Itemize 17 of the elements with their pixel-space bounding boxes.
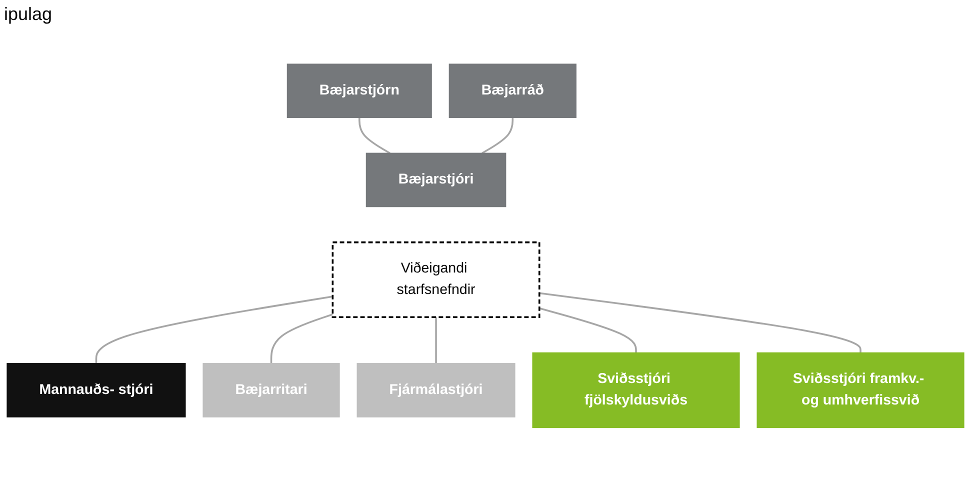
connector <box>435 317 437 364</box>
node-box: Bæjarritari <box>202 363 340 418</box>
node-box: Fjármálastjóri <box>356 363 516 418</box>
connector <box>358 118 390 154</box>
node-box: Viðeigandi starfsnefndir <box>332 242 540 318</box>
connector <box>95 296 333 364</box>
heading-fragment: ipulag <box>4 4 52 25</box>
connector <box>539 292 862 353</box>
connector <box>482 118 514 154</box>
node-box: Bæjarstjóri <box>366 152 506 208</box>
node-box: Sviðsstjóri framkv.- og umhverfissvið <box>756 352 964 428</box>
node-box: Bæjarráð <box>448 64 576 118</box>
node-box: Bæjarstjórn <box>286 64 432 118</box>
connector <box>539 308 637 353</box>
connector <box>270 314 333 364</box>
node-box: Sviðsstjóri fjölskyldusviðs <box>532 352 740 428</box>
node-box: Mannauðs- stjóri <box>6 363 186 418</box>
